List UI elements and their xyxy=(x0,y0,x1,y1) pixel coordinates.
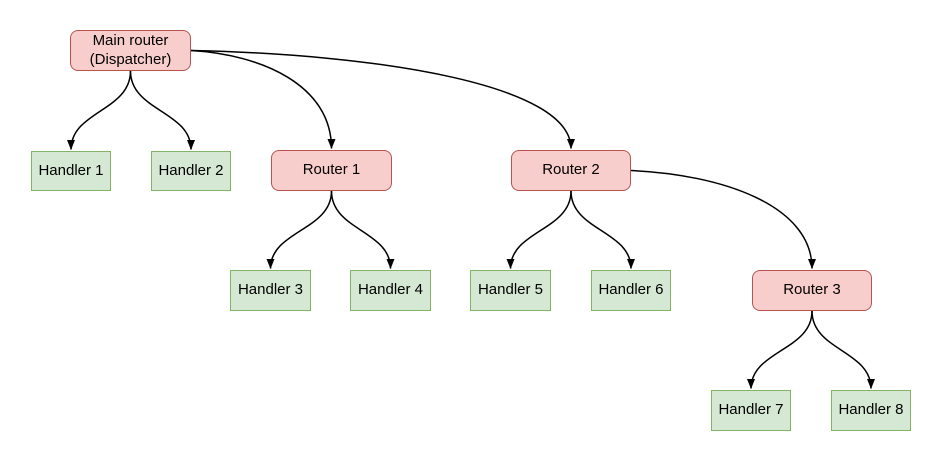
edge-r1-to-h4 xyxy=(330,190,395,269)
edge-main-to-r1 xyxy=(190,49,336,149)
node-label: Handler 8 xyxy=(838,401,904,419)
edge-main-to-r2 xyxy=(190,49,575,149)
edge-r3-to-h7 xyxy=(747,310,813,389)
edge-r2-to-r3 xyxy=(630,169,816,269)
node-handler-2: Handler 2 xyxy=(151,151,231,191)
node-label: Handler 2 xyxy=(158,161,224,179)
node-label: Handler 6 xyxy=(598,281,664,299)
node-handler-8: Handler 8 xyxy=(831,390,911,431)
node-label: Handler 7 xyxy=(718,401,784,419)
edge-main-to-h1 xyxy=(67,70,132,150)
node-label: Handler 5 xyxy=(477,281,544,299)
edge-r1-to-h3 xyxy=(266,190,333,269)
node-handler-5: Handler 5 xyxy=(470,270,551,311)
node-router-3: Router 3 xyxy=(752,270,872,311)
node-label: Router 2 xyxy=(542,161,600,179)
edge-r3-to-h8 xyxy=(811,310,875,389)
node-label: Handler 4 xyxy=(357,281,424,299)
node-label: Main router (Dispatcher) xyxy=(89,31,172,68)
edge-main-to-h2 xyxy=(129,70,195,150)
node-label: Router 1 xyxy=(302,161,361,179)
node-handler-3: Handler 3 xyxy=(230,270,311,311)
node-label: Handler 1 xyxy=(38,161,104,179)
node-handler-6: Handler 6 xyxy=(591,270,671,311)
node-handler-7: Handler 7 xyxy=(711,390,791,431)
node-handler-1: Handler 1 xyxy=(31,151,111,191)
edge-r2-to-h6 xyxy=(570,190,635,269)
node-label: Handler 3 xyxy=(237,281,304,299)
node-label: Router 3 xyxy=(783,281,841,299)
node-router-1: Router 1 xyxy=(271,150,392,191)
edge-r2-to-h5 xyxy=(506,190,572,269)
node-handler-4: Handler 4 xyxy=(350,270,431,311)
node-main-router: Main router (Dispatcher) xyxy=(70,30,191,71)
node-router-2: Router 2 xyxy=(511,150,631,191)
